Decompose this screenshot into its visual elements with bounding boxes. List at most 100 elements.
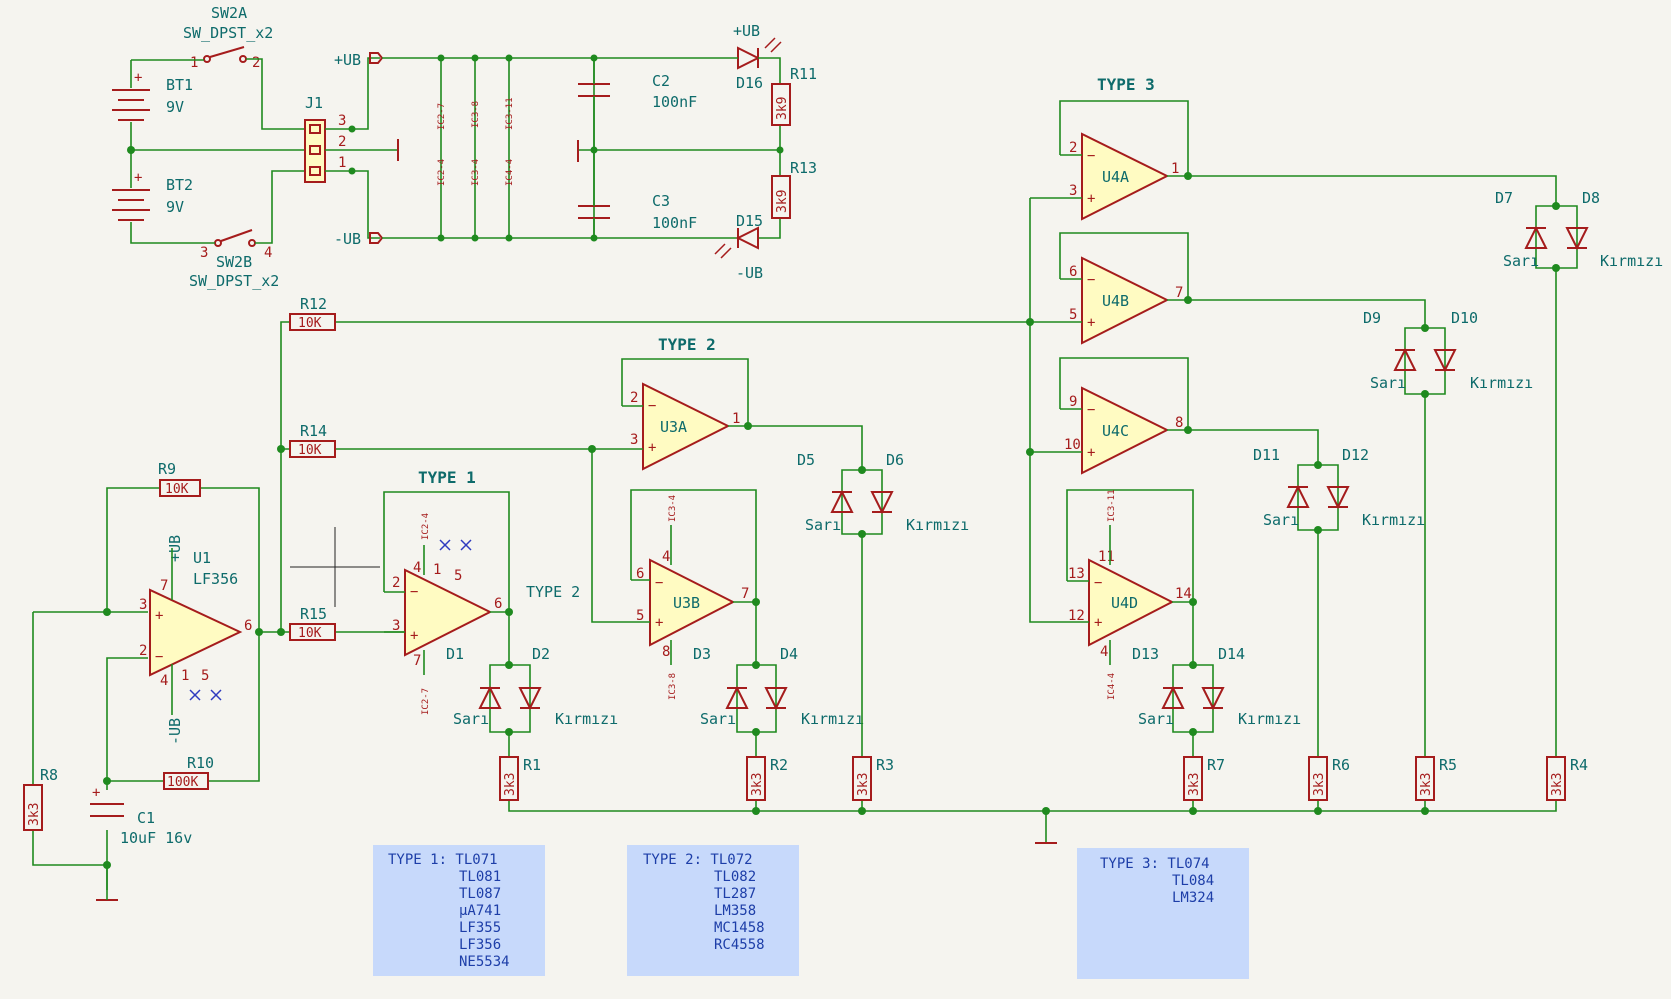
- sw2b-value: SW_DPST_x2: [189, 272, 279, 290]
- note-type2-line1: TL082: [714, 869, 756, 885]
- c1-ref: C1: [137, 809, 155, 827]
- r13-ref: R13: [790, 159, 817, 177]
- svg-text:10K: 10K: [298, 626, 322, 641]
- d14-ref: D14: [1218, 645, 1245, 663]
- title-type1: TYPE 1: [418, 468, 476, 487]
- d12-ref: D12: [1342, 446, 1369, 464]
- svg-text:IC3-8: IC3-8: [668, 673, 678, 700]
- svg-text:−: −: [155, 649, 163, 665]
- svg-text:3: 3: [392, 618, 400, 634]
- sw2a-pin2: 2: [252, 55, 260, 71]
- note-type1-line2: TL087: [459, 886, 501, 902]
- svg-text:3k3: 3k3: [27, 803, 42, 826]
- c3-ref: C3: [652, 192, 670, 210]
- battery-bt1: + BT1 9V: [112, 70, 193, 121]
- svg-text:+: +: [410, 628, 418, 644]
- r5-ref: R5: [1439, 756, 1457, 774]
- led-d15: D15 -UB: [714, 212, 763, 282]
- bt2-value: 9V: [166, 198, 184, 216]
- u3b-ref: U3B: [673, 594, 700, 612]
- svg-text:IC4-4: IC4-4: [1107, 673, 1117, 700]
- u4b-ref: U4B: [1102, 292, 1129, 310]
- svg-text:10: 10: [1064, 437, 1081, 453]
- svg-text:2: 2: [139, 643, 147, 659]
- opamp-u4c: 9 10 8 − + U4C: [1064, 386, 1183, 475]
- ic-power-labels: IC2-7 IC3-8 IC3-11 IC2-4 IC3-4 IC4-4: [437, 97, 515, 186]
- svg-text:7: 7: [1175, 285, 1183, 301]
- r4-value: 3k3: [1550, 773, 1565, 796]
- note-type1-line4: LF355: [459, 920, 501, 936]
- connector-j1: J1 3 2 1: [304, 94, 346, 183]
- svg-text:4: 4: [662, 549, 670, 565]
- svg-text:+: +: [1094, 615, 1102, 631]
- svg-text:5: 5: [636, 608, 644, 624]
- r1-ref: R1: [523, 756, 541, 774]
- r5-value: 3k3: [1419, 773, 1434, 796]
- svg-text:−: −: [648, 398, 656, 414]
- ic4-4-label: IC4-4: [505, 159, 515, 186]
- resistor-r9: 10K R9: [158, 460, 201, 497]
- d15-ref: D15: [736, 212, 763, 230]
- led-d16: +UB D16: [733, 22, 782, 92]
- svg-text:1: 1: [181, 668, 189, 684]
- ic3-8-label: IC3-8: [471, 101, 481, 128]
- d10-label: Kırmızı: [1470, 374, 1533, 392]
- svg-text:−: −: [1094, 575, 1102, 591]
- d1-label: Sarı: [453, 710, 489, 728]
- r10-ref: R10: [187, 754, 214, 772]
- neg-rail-flag: [369, 232, 384, 244]
- svg-text:IC2-7: IC2-7: [421, 688, 431, 715]
- r2-value: 3k3: [750, 773, 765, 796]
- d7-label: Sarı: [1503, 252, 1539, 270]
- svg-text:IC3-4: IC3-4: [668, 495, 678, 522]
- svg-text:1: 1: [1171, 161, 1179, 177]
- opamp-u4d: 13 12 14 − + 11 4 U4D: [1068, 549, 1192, 660]
- note-type2-line2: TL287: [714, 886, 756, 902]
- switch-sw2a: SW2A SW_DPST_x2 1 2: [183, 4, 273, 71]
- svg-text:9: 9: [1069, 394, 1077, 410]
- note-type2-line0: TYPE 2: TL072: [643, 852, 753, 868]
- d8-ref: D8: [1582, 189, 1600, 207]
- r3-ref: R3: [876, 756, 894, 774]
- r9-ref: R9: [158, 460, 176, 478]
- c3-value: 100nF: [652, 214, 697, 232]
- svg-text:3k9: 3k9: [775, 97, 790, 120]
- note-type1-line3: µA741: [459, 903, 501, 919]
- d15-neg-label: -UB: [736, 264, 763, 282]
- r8-ref: R8: [40, 766, 58, 784]
- r7-ref: R7: [1207, 756, 1225, 774]
- d13-label: Sarı: [1138, 710, 1174, 728]
- svg-text:8: 8: [1175, 415, 1183, 431]
- svg-text:6: 6: [244, 618, 252, 634]
- resistor-r6: 3k3 R6: [1308, 756, 1350, 801]
- svg-text:3: 3: [630, 432, 638, 448]
- note-type3-line1: TL084: [1172, 873, 1214, 889]
- c1-value: 10uF 16v: [120, 829, 192, 847]
- svg-text:+: +: [92, 785, 100, 801]
- d14-label: Kırmızı: [1238, 710, 1301, 728]
- crosshair-cursor-icon: [290, 527, 380, 607]
- svg-text:1: 1: [433, 562, 441, 578]
- svg-text:4: 4: [1100, 644, 1108, 660]
- r12-ref: R12: [300, 295, 327, 313]
- j1-pin2: 2: [338, 134, 346, 150]
- svg-text:−: −: [655, 575, 663, 591]
- r6-value: 3k3: [1312, 773, 1327, 796]
- d11-label: Sarı: [1263, 511, 1299, 529]
- d16-pos-label: +UB: [733, 22, 760, 40]
- resistor-r2: 3k3 R2: [746, 756, 788, 801]
- r3-value: 3k3: [856, 773, 871, 796]
- resistor-r8: 3k3 R8: [23, 766, 58, 831]
- pos-rail-flag: [369, 52, 384, 64]
- svg-text:100K: 100K: [167, 775, 198, 790]
- led-pair-d11-d12: D11 D12 Sarı Kırmızı: [1253, 446, 1425, 757]
- svg-text:7: 7: [413, 653, 421, 669]
- sw2a-value: SW_DPST_x2: [183, 24, 273, 42]
- led-pair-d7-d8: D7 D8 Sarı Kırmızı: [1495, 189, 1663, 757]
- led-pair-d9-d10: D9 D10 Sarı Kırmızı: [1363, 309, 1533, 757]
- svg-text:4: 4: [413, 560, 421, 576]
- svg-text:2: 2: [630, 390, 638, 406]
- opamp-u3a: 2 3 1 − + U3A: [630, 382, 740, 471]
- svg-text:12: 12: [1068, 608, 1085, 624]
